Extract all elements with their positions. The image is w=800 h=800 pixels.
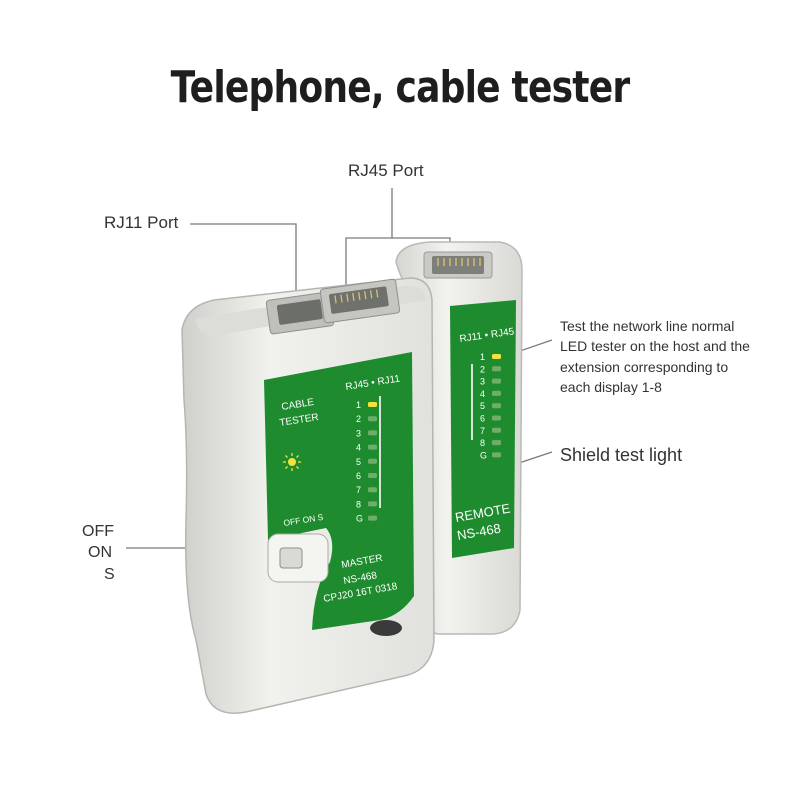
callout-led-description: Test the network line normal LED tester … [560,316,790,397]
remote-led-label: 6 [480,414,485,424]
master-led-label: 2 [356,414,361,424]
master-led [368,444,377,450]
master-led-label: G [356,514,363,524]
rj11-leader-line [190,223,297,300]
master-led-label: 5 [356,457,361,467]
master-led [368,487,377,493]
master-led-label: 7 [356,485,361,495]
master-led [368,416,377,422]
master-led [368,430,377,436]
remote-led-column: 1 2 3 4 5 6 7 8G [480,352,501,460]
remote-led-label: 3 [480,377,485,387]
remote-led [492,354,501,359]
master-led [368,458,377,464]
brand-logo-icon [370,620,402,636]
remote-led [492,427,501,433]
callout-led-line: extension corresponding to [560,358,729,375]
callout-led-line: LED tester on the host and the [560,338,750,355]
switch-slider[interactable] [279,547,303,569]
master-led [368,402,377,407]
callout-switch-s: S [104,566,115,583]
rj45-leader-line [345,188,393,292]
master-green-panel [264,352,414,630]
power-indicator-icon [283,453,301,471]
remote-led-label: 1 [480,352,485,362]
master-led-label: 8 [356,499,361,509]
remote-green-panel [450,300,516,558]
remote-led [492,415,501,421]
remote-led-label: G [480,450,487,460]
callout-switch-off: OFF [82,523,114,540]
remote-led-label: 4 [480,389,485,399]
master-led-column: 1 2 3 4 5 6 7 8G [356,400,377,524]
master-led-label: 6 [356,471,361,481]
remote-led-label: 8 [480,438,485,448]
remote-led-label: 2 [480,364,485,374]
callout-led-line: Test the network line normal [560,318,735,334]
remote-led-label: 7 [480,426,485,436]
remote-led [492,390,501,396]
callout-shield-light: Shield test light [560,445,683,465]
callout-rj11-port: RJ11 Port [104,213,179,232]
master-led [368,473,377,478]
remote-led [492,452,501,458]
remote-led [492,403,501,409]
master-led [368,515,377,521]
remote-led-label: 5 [480,401,485,411]
callout-rj45-port: RJ45 Port [348,161,424,180]
remote-led [492,366,501,372]
callout-led-line: each display 1-8 [560,378,662,395]
master-label-cable: CABLE [281,397,315,413]
remote-led [492,440,501,446]
master-led-label: 3 [356,428,361,438]
master-led [368,501,377,507]
page-title: Telephone, cable tester [170,62,630,113]
master-led-label: 4 [356,443,361,453]
callout-switch-on: ON [88,544,112,561]
master-led-label: 1 [356,400,361,410]
remote-led [492,378,501,384]
